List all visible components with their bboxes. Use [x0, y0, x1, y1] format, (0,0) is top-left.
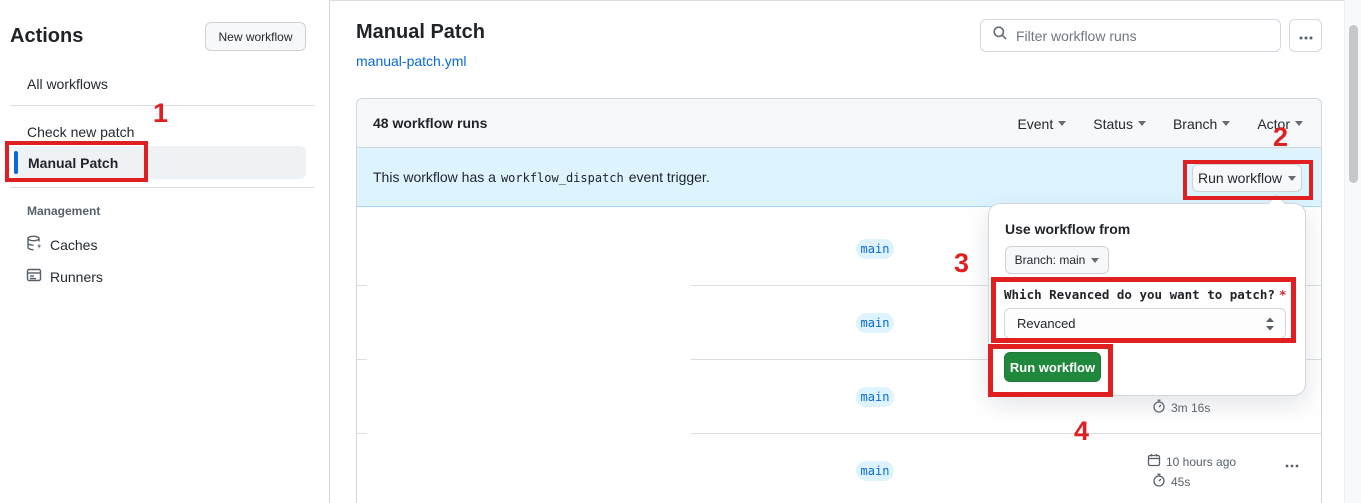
patch-input-label-text: Which Revanced do you want to patch?	[1004, 287, 1275, 302]
revanced-select[interactable]: Revanced	[1004, 308, 1286, 339]
filter-placeholder: Filter workflow runs	[1016, 27, 1137, 44]
row-divider	[357, 359, 367, 360]
branch-badge[interactable]: main	[856, 387, 894, 407]
run-workflow-panel: Use workflow from Branch: main Which Rev…	[988, 194, 1306, 396]
workflow-dispatch-banner: This workflow has a workflow_dispatch even…	[357, 148, 1321, 207]
duration-label: 45s	[1171, 474, 1191, 489]
page-title: Manual Patch	[356, 21, 485, 43]
management-section-header: Management	[27, 204, 101, 218]
branch-selector-label: Branch: main	[1014, 253, 1086, 267]
search-icon	[992, 25, 1008, 46]
patch-input-label: Which Revanced do you want to patch?*	[1004, 287, 1286, 302]
new-workflow-label: New workflow	[218, 29, 293, 44]
sidebar-item-all-workflows[interactable]: All workflows	[27, 76, 108, 92]
run-workflow-dropdown-button[interactable]: Run workflow	[1192, 164, 1302, 192]
sidebar-divider	[10, 105, 314, 106]
stopwatch-icon	[1152, 473, 1166, 490]
kebab-icon	[1299, 28, 1313, 43]
cache-database-icon	[26, 235, 42, 254]
workflow-run-count: 48 workflow runs	[373, 115, 488, 131]
branch-badge[interactable]: main	[856, 461, 894, 481]
row-divider	[357, 433, 367, 434]
filter-branch-label: Branch	[1172, 115, 1218, 132]
branch-selector-button[interactable]: Branch: main	[1005, 246, 1109, 274]
vertical-scrollbar[interactable]	[1344, 0, 1361, 503]
run-duration: 3m 16s	[1152, 399, 1210, 416]
top-border-line	[0, 0, 1361, 1]
row-divider	[357, 285, 367, 286]
selected-indicator-bar	[14, 151, 18, 174]
stopwatch-icon	[1152, 399, 1166, 416]
new-workflow-button[interactable]: New workflow	[205, 22, 306, 51]
revanced-select-value: Revanced	[1017, 316, 1076, 331]
chevron-down-icon	[1058, 121, 1067, 126]
workflow-more-options-button[interactable]	[1289, 19, 1322, 52]
filter-status-dropdown[interactable]: Status	[1093, 116, 1146, 132]
workflow-file-link[interactable]: manual-patch.yml	[356, 53, 467, 69]
run-workflow-submit-label: Run workflow	[1009, 359, 1096, 375]
required-asterisk: *	[1278, 287, 1287, 302]
calendar-icon	[1147, 453, 1161, 470]
filter-status-label: Status	[1093, 115, 1133, 132]
chevron-down-icon	[1137, 121, 1146, 126]
filter-event-label: Event	[1017, 115, 1054, 132]
chevron-down-icon	[1091, 257, 1100, 263]
runs-filters: Event Status Branch Actor	[1017, 99, 1303, 148]
workflows-sidebar: Actions New workflow All workflows Check…	[0, 0, 330, 503]
filter-branch-dropdown[interactable]: Branch	[1172, 115, 1231, 132]
sidebar-item-runners[interactable]: Runners	[26, 267, 103, 286]
chevron-down-icon	[1288, 175, 1297, 181]
sidebar-title: Actions	[10, 25, 84, 47]
runs-table-header: 48 workflow runs Event Status Branch Act…	[357, 99, 1321, 148]
time-label: 10 hours ago	[1166, 454, 1237, 469]
run-duration: 45s	[1152, 473, 1190, 490]
sidebar-item-check-new-patch[interactable]: Check new patch	[27, 124, 135, 140]
use-workflow-from-label: Use workflow from	[1005, 221, 1131, 237]
filter-actor-label: Actor	[1257, 115, 1290, 132]
duration-label: 3m 16s	[1171, 400, 1211, 415]
banner-text-after: event trigger.	[628, 169, 710, 185]
filter-actor-dropdown[interactable]: Actor	[1257, 116, 1303, 132]
runners-label: Runners	[50, 268, 103, 285]
run-workflow-submit-button[interactable]: Run workflow	[1004, 352, 1101, 382]
filter-event-dropdown[interactable]: Event	[1017, 115, 1067, 132]
workflow-runs-table: 48 workflow runs Event Status Branch Act…	[356, 98, 1322, 503]
scrollbar-thumb[interactable]	[1349, 25, 1358, 183]
sidebar-item-caches[interactable]: Caches	[26, 235, 97, 254]
chevron-down-icon	[1222, 121, 1231, 126]
filter-workflow-runs-input[interactable]: Filter workflow runs	[980, 19, 1281, 52]
run-options-kebab-button[interactable]	[1279, 457, 1305, 475]
runners-icon	[26, 267, 42, 286]
row-divider	[691, 433, 1321, 434]
branch-badge[interactable]: main	[856, 239, 894, 259]
sidebar-item-label: Manual Patch	[28, 154, 119, 171]
select-updown-icon	[1266, 317, 1274, 330]
banner-text-before: This workflow has a	[373, 169, 496, 185]
sidebar-item-manual-patch[interactable]: Manual Patch	[14, 146, 306, 179]
sidebar-divider	[10, 187, 314, 188]
banner-text: This workflow has a workflow_dispatch even…	[373, 169, 710, 185]
branch-badge[interactable]: main	[856, 313, 894, 333]
chevron-down-icon	[1295, 121, 1303, 126]
caches-label: Caches	[50, 236, 98, 253]
run-time: 10 hours ago	[1147, 453, 1236, 470]
run-workflow-dropdown-label: Run workflow	[1197, 170, 1283, 186]
workflow-dispatch-code: workflow_dispatch	[500, 171, 624, 185]
